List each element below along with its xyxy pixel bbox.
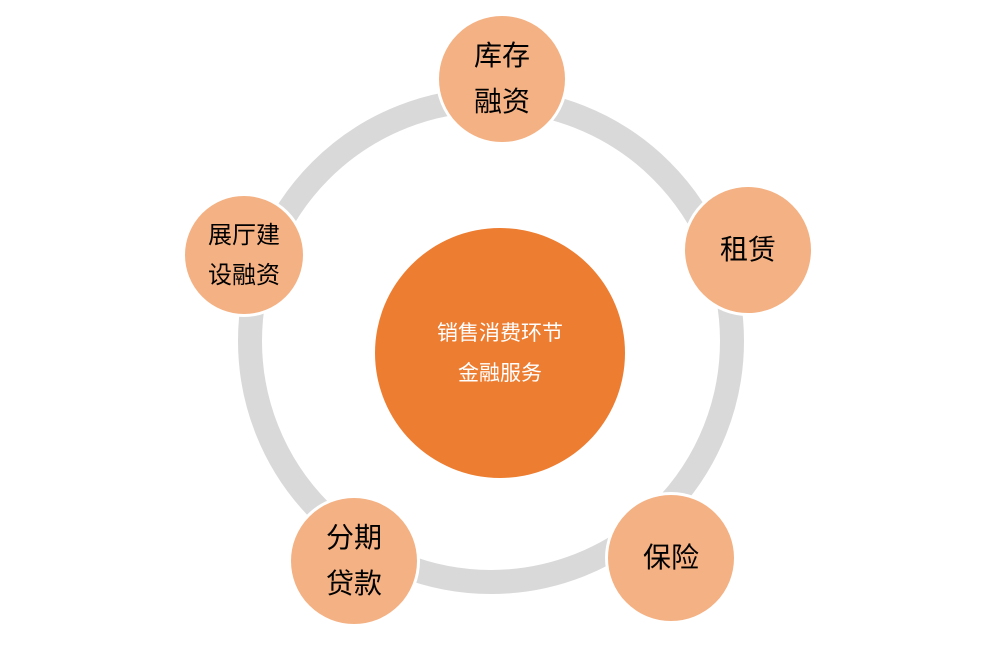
node-installment-loan: 分期 贷款 bbox=[288, 495, 420, 627]
node-label-line2: 贷款 bbox=[325, 567, 382, 600]
node-label-line1: 分期 bbox=[325, 521, 382, 554]
node-insurance: 保险 bbox=[605, 492, 737, 624]
node-inventory-financing: 库存 融资 bbox=[436, 13, 568, 145]
center-label-line2: 金融服务 bbox=[458, 361, 542, 385]
node-label-line2: 融资 bbox=[473, 85, 530, 118]
node-leasing: 租赁 bbox=[682, 184, 814, 316]
node-showroom-financing: 展厅建 设融资 bbox=[182, 193, 306, 317]
center-circle: 销售消费环节 金融服务 bbox=[375, 228, 625, 478]
node-label-line1: 展厅建 bbox=[208, 221, 280, 249]
node-label-line1: 保险 bbox=[642, 541, 699, 574]
node-label-line2: 设融资 bbox=[208, 261, 280, 289]
node-label-line1: 租赁 bbox=[719, 233, 776, 266]
node-label-line1: 库存 bbox=[473, 39, 530, 72]
center-label-line1: 销售消费环节 bbox=[437, 321, 563, 345]
